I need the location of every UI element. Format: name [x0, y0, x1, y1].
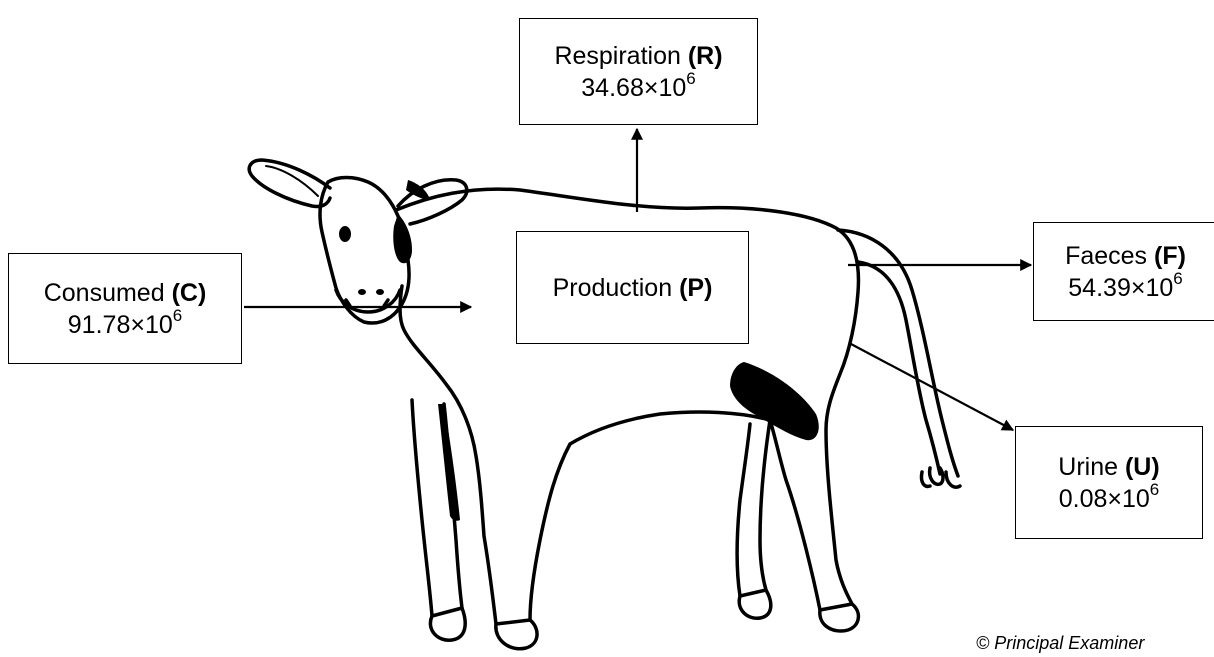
cow-eye-patch: [393, 214, 412, 263]
urine-title: Urine (U): [1058, 451, 1159, 483]
respiration-box: Respiration (R) 34.68×106: [519, 18, 758, 125]
arrow-urine: [851, 344, 1013, 430]
urine-value: 0.08×106: [1059, 483, 1160, 515]
faeces-box: Faeces (F) 54.39×106: [1033, 222, 1214, 321]
consumed-box: Consumed (C) 91.78×106: [8, 253, 242, 364]
respiration-title: Respiration (R): [554, 40, 722, 72]
production-box: Production (P): [516, 231, 749, 344]
cow-eye: [339, 226, 351, 242]
urine-box: Urine (U) 0.08×106: [1015, 426, 1203, 539]
faeces-value: 54.39×106: [1068, 272, 1182, 304]
respiration-value: 34.68×106: [581, 72, 695, 104]
copyright-credit: © Principal Examiner: [976, 633, 1144, 654]
cow-left-ear: [249, 160, 330, 207]
cow-belly-patch: [730, 362, 819, 440]
production-title: Production (P): [553, 272, 713, 304]
consumed-value: 91.78×106: [68, 309, 182, 341]
faeces-title: Faeces (F): [1065, 240, 1186, 272]
consumed-title: Consumed (C): [44, 277, 207, 309]
